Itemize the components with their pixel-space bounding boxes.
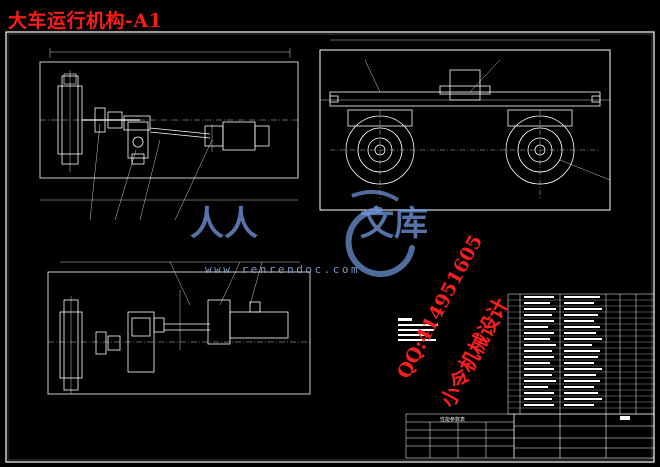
- top-left-view: [39, 48, 299, 221]
- watermark-site: www.renrendoc.com: [205, 263, 361, 276]
- watermark-brand-part2: 文库: [360, 204, 428, 244]
- watermark-emblem: [345, 189, 415, 277]
- title-block: [513, 413, 655, 459]
- watermark-brand-part1: 人人: [190, 204, 258, 244]
- parts-list: [507, 293, 655, 415]
- drawing-title: 大车运行机构-A1: [8, 10, 163, 32]
- top-right-view: [319, 39, 611, 211]
- sheet-inner-border: [7, 33, 653, 461]
- performance-table-caption: 性能参数表: [440, 417, 466, 423]
- bottom-left-view: [47, 261, 311, 395]
- tech-notes: [398, 318, 438, 341]
- sheet-border: [5, 31, 655, 463]
